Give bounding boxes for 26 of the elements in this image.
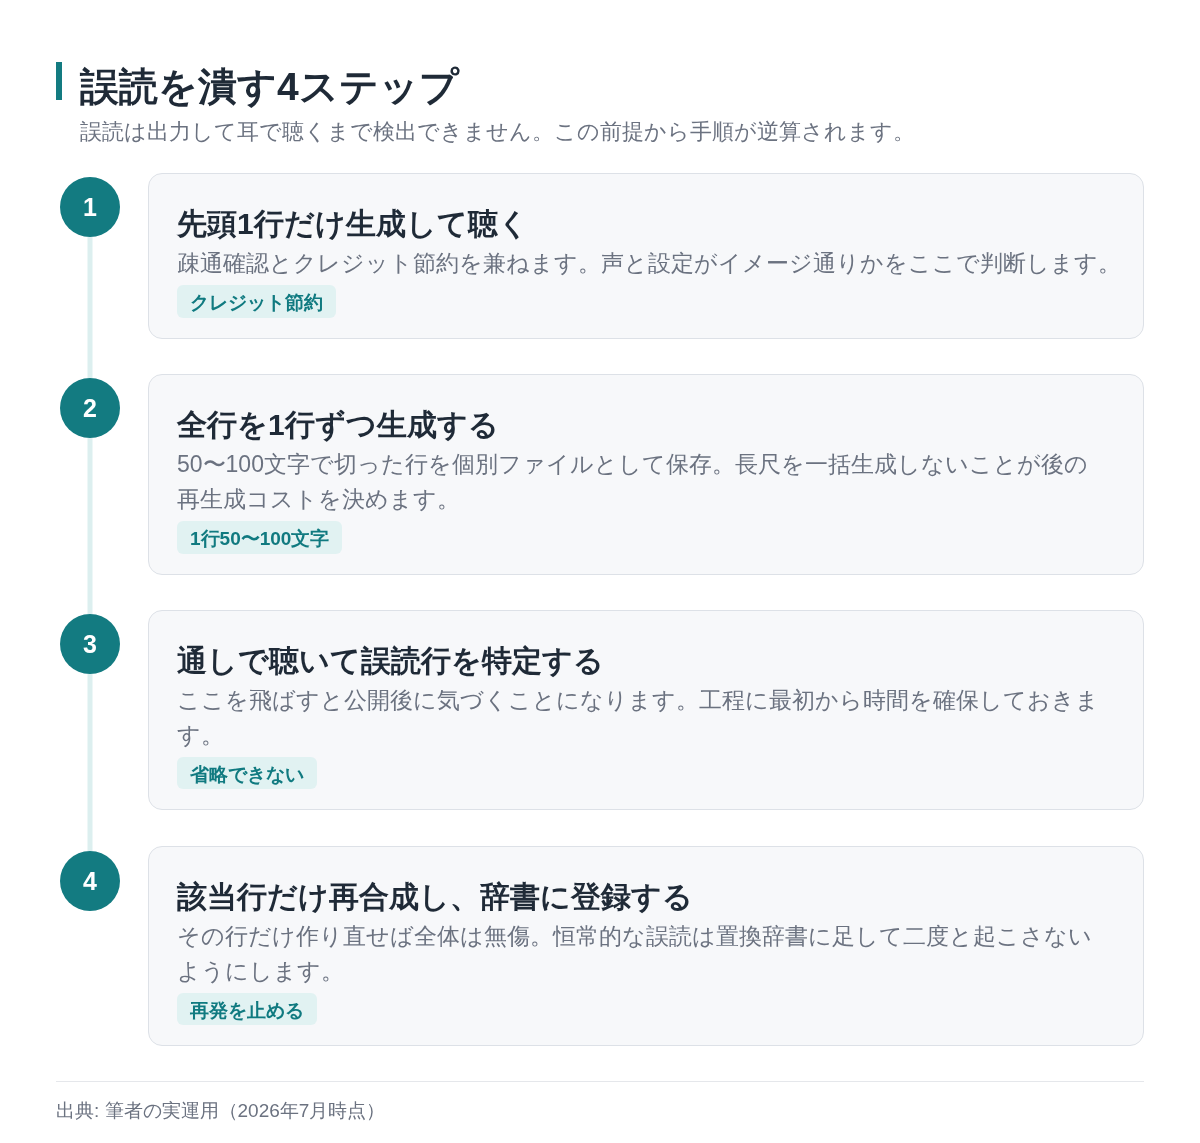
- subtitle: 誤読は出力して耳で聴くまで検出できません。この前提から手順が逆算されます。: [80, 118, 915, 146]
- keyword-tag: クレジット節約: [177, 285, 336, 318]
- keyword-tag: 省略できない: [177, 757, 317, 789]
- step-heading: 先頭1行だけ生成して聴く: [177, 206, 529, 242]
- step-description: 疎通確認とクレジット節約を兼ねます。声と設定がイメージ通りかをここで判断します。: [177, 249, 1122, 278]
- step-number: 1: [60, 177, 120, 237]
- title: 誤読を潰す4ステップ: [80, 64, 459, 110]
- timeline-line: [87, 438, 93, 614]
- step-number: 2: [60, 378, 120, 438]
- step-description: ここを飛ばすと公開後に気づくことになります。工程に最初から時間を確保しておきます。: [177, 686, 1100, 750]
- timeline-line: [87, 237, 93, 378]
- step-number: 3: [60, 614, 120, 674]
- step-card: [148, 610, 1144, 810]
- step-card: [148, 173, 1144, 339]
- step-heading: 該当行だけ再合成し、辞書に登録する: [177, 879, 693, 915]
- source-note: 出典: 筆者の実運用（2026年7月時点）: [56, 1099, 386, 1123]
- step-description: 50〜100文字で切った行を個別ファイルとして保存。長尺を一括生成しないことが後の再生成コストを決めます。: [177, 450, 1089, 514]
- timeline-line: [87, 674, 93, 851]
- step-card: [148, 846, 1144, 1046]
- step-card: [148, 374, 1144, 575]
- keyword-tag: 再発を止める: [177, 993, 317, 1025]
- keyword-tag: 1行50〜100文字: [177, 521, 343, 554]
- step-heading: 全行を1行ずつ生成する: [177, 407, 499, 444]
- step-number: 4: [60, 851, 120, 911]
- step-description: その行だけ作り直せば全体は無傷。恒常的な誤読は置換辞書に足して二度と起こさないようにします。: [177, 922, 1093, 986]
- step-heading: 通しで聴いて誤読行を特定する: [177, 643, 604, 679]
